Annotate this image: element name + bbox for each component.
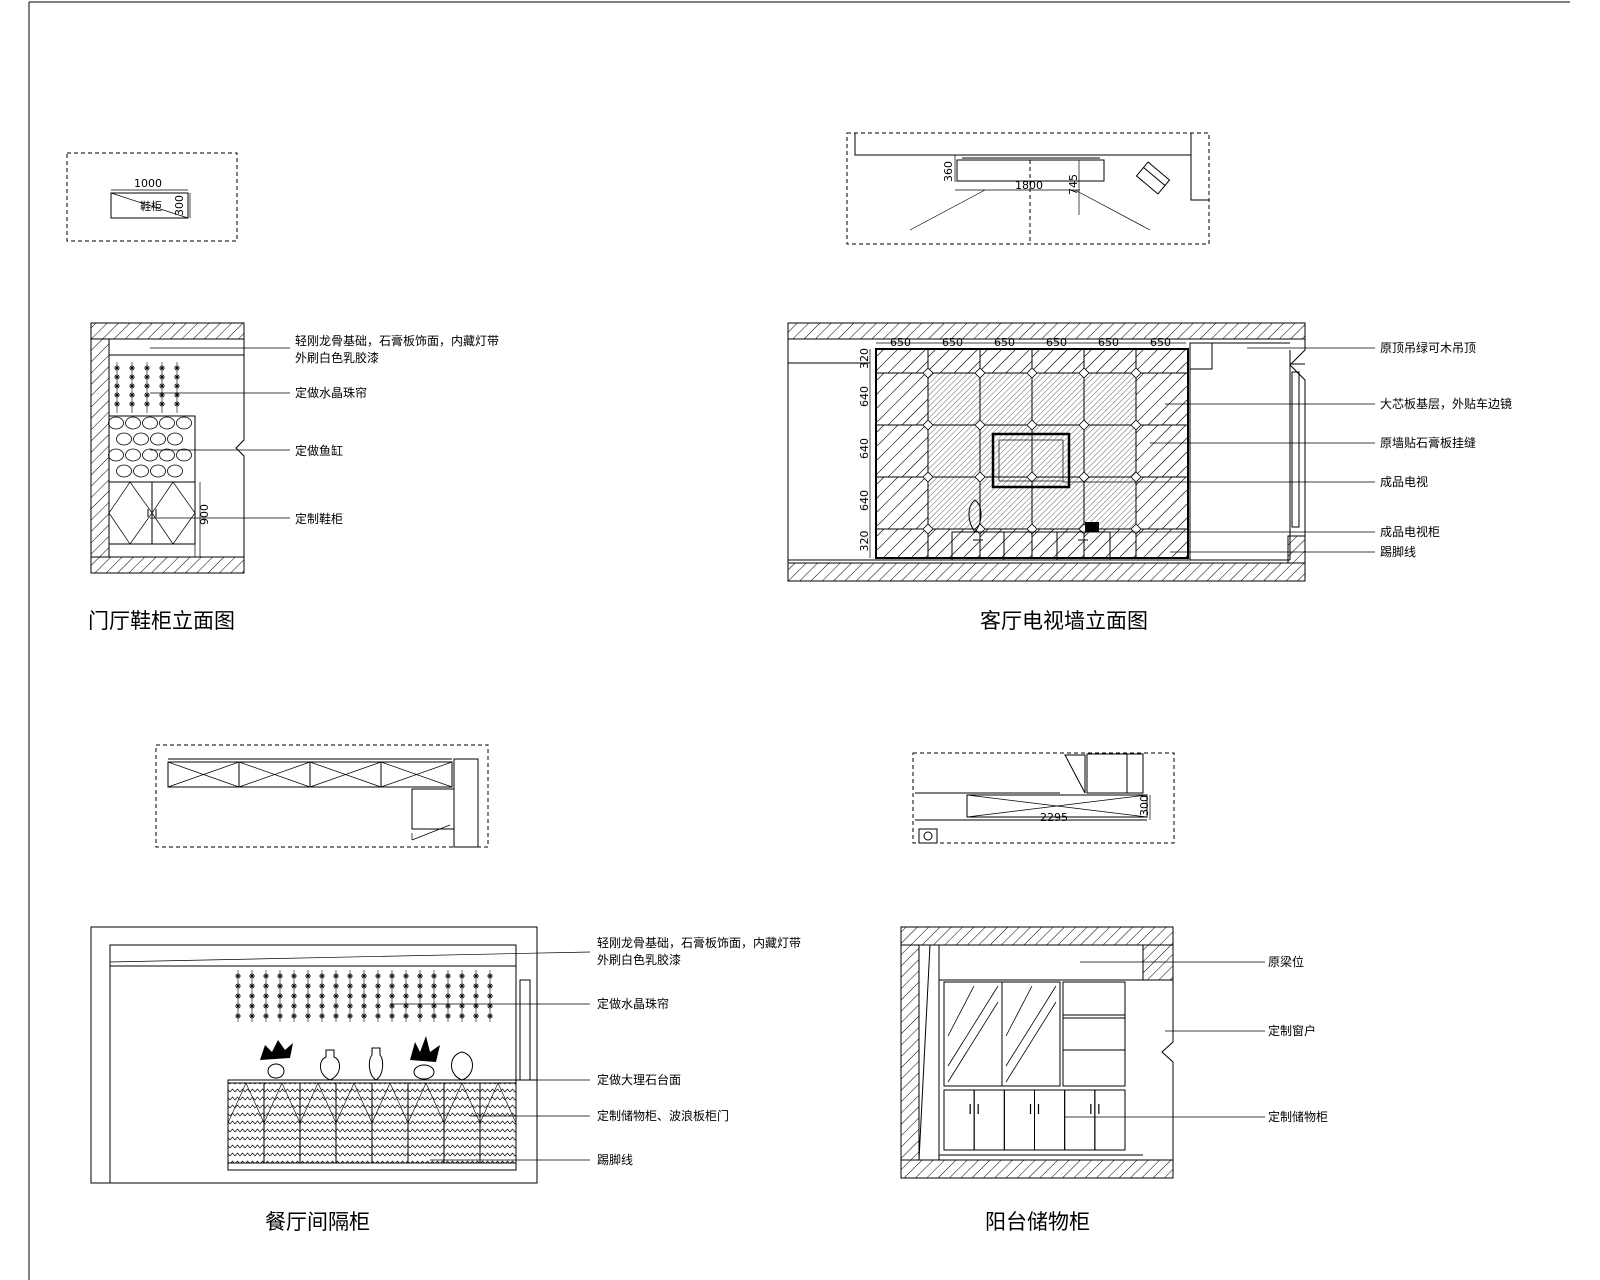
dining-note-marble: 定做大理石台面	[597, 1072, 681, 1087]
tv-plan-left-dim: 360	[942, 161, 955, 182]
tv-side-dim: 320	[858, 348, 871, 369]
dining-note-ceiling: 轻刚龙骨基础，石膏板饰面，内藏灯带	[597, 935, 801, 950]
entry-shoe-cabinet-elevation: 900	[90, 322, 290, 574]
dining-ornaments	[260, 1036, 473, 1081]
tv-note-ceiling: 原顶吊绿可木吊顶	[1380, 340, 1476, 355]
dining-note-beads: 定做水晶珠帘	[597, 996, 669, 1011]
entry-plan-label: 鞋柜	[140, 199, 162, 213]
dining-note-skirting: 踢脚线	[597, 1152, 633, 1167]
dining-crystal-bead-curtain	[235, 970, 493, 1022]
tv-side-dim: 640	[858, 438, 871, 459]
tv-set	[991, 432, 1071, 489]
tv-top-dim: 650	[942, 336, 963, 349]
balcony-storage-plan: 2295 300	[912, 752, 1175, 844]
entry-crystal-bead-curtain	[114, 362, 180, 413]
entry-title: 门厅鞋柜立面图	[88, 609, 235, 633]
entry-shoe-cabinet-plan: 1000 鞋柜 300	[66, 152, 238, 242]
entry-note-paint: 外刷白色乳胶漆	[295, 350, 379, 365]
tv-top-dim: 650	[1150, 336, 1171, 349]
tv-wall-plan: 1800 360 745	[846, 132, 1210, 245]
tv-side-dim: 640	[858, 386, 871, 407]
entry-note-fishtank: 定做鱼缸	[295, 443, 343, 458]
balcony-note-beam: 原梁位	[1268, 954, 1304, 969]
balcony-title: 阳台储物柜	[985, 1210, 1090, 1234]
tv-note-tv: 成品电视	[1380, 474, 1428, 489]
tv-wall-elevation: 650 650 650 650 650 650 320 640 640 640 320	[787, 322, 1375, 582]
tv-note-mirror: 大芯板基层，外贴车边镜	[1380, 396, 1512, 411]
dining-note-paint: 外刷白色乳胶漆	[597, 952, 681, 967]
entry-note-cabinet: 定制鞋柜	[295, 511, 343, 526]
balcony-note-window: 定制窗户	[1268, 1023, 1316, 1038]
tv-top-dim: 650	[1098, 336, 1119, 349]
tv-plan-width-dim: 1800	[1015, 179, 1043, 192]
dining-partition-elevation	[90, 926, 591, 1184]
tv-note-skirting: 踢脚线	[1380, 544, 1416, 559]
entry-plan-width-dim: 1000	[134, 177, 162, 190]
dining-title: 餐厅间隔柜	[265, 1210, 370, 1234]
entry-plan-depth-dim: 300	[173, 195, 186, 216]
tv-note-wall: 原墙贴石膏板挂缝	[1380, 435, 1476, 450]
balcony-storage-elevation	[900, 926, 1265, 1179]
tv-top-dim: 650	[994, 336, 1015, 349]
tv-side-dim: 320	[858, 531, 871, 552]
dining-note-cabinet: 定制储物柜、波浪板柜门	[597, 1108, 729, 1123]
tv-top-dim: 650	[1046, 336, 1067, 349]
tv-title: 客厅电视墙立面图	[980, 609, 1148, 633]
entry-height-dim: 900	[198, 504, 211, 525]
balcony-plan-width-dim: 2295	[1040, 811, 1068, 824]
tv-plan-right-dim: 745	[1067, 174, 1080, 195]
entry-note-ceiling: 轻刚龙骨基础，石膏板饰面，内藏灯带	[295, 333, 499, 348]
balcony-note-cabinet: 定制储物柜	[1268, 1109, 1328, 1124]
entry-note-beads: 定做水晶珠帘	[295, 385, 367, 400]
dining-partition-plan	[155, 744, 489, 848]
balcony-plan-depth-dim: 300	[1138, 795, 1151, 816]
tv-cabinet	[951, 531, 1111, 561]
tv-side-dim: 640	[858, 490, 871, 511]
tv-top-dim: 650	[890, 336, 911, 349]
tv-note-cabinet: 成品电视柜	[1380, 524, 1440, 539]
